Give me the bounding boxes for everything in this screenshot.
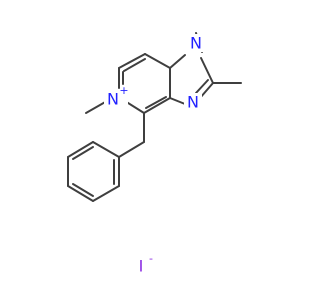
bond-n3-c3a: [169, 97, 186, 105]
atom-n5-label: N: [107, 90, 119, 109]
molecule-canvas: N N N + I -: [67, 32, 242, 276]
atom-n1-background: [188, 34, 206, 52]
atom-iodide-label: I: [139, 257, 144, 276]
bonds: [67, 32, 242, 202]
bond-c2-n3: [199, 82, 214, 99]
bond-ph-4-5: [67, 185, 94, 202]
bond-c7-c6-inner: [123, 58, 146, 72]
bond-c7-c6: [118, 53, 146, 69]
bond-ch2-phenyl: [118, 141, 145, 158]
atom-n1-label: N: [190, 34, 202, 53]
bond-ph-1-2: [92, 141, 120, 158]
bond-c7a-n1: [169, 54, 186, 69]
bond-ph-2-3: [67, 141, 94, 158]
bond-n1-c2: [200, 57, 214, 84]
bond-n5-methyl: [85, 100, 108, 114]
atom-n5-charge: +: [119, 84, 128, 97]
bond-ph-inner-b: [72, 183, 94, 197]
bond-ph-inner-a: [72, 146, 94, 160]
atom-n3-background: [184, 93, 202, 111]
bond-c4-c3a-inner: [145, 96, 167, 109]
atom-iodide-background: [133, 257, 149, 275]
molecule-structure: N N N + I -: [67, 32, 242, 276]
atom-iodide-charge: -: [149, 252, 153, 265]
atoms: N N N + I -: [104, 34, 206, 276]
bond-n5-c4: [124, 100, 145, 114]
bond-c4-c3a: [143, 97, 171, 114]
atom-n5-background: [104, 89, 128, 109]
atom-n3-label: N: [187, 93, 199, 112]
bond-ph-5-6: [92, 185, 120, 202]
bond-c2-n3-inner: [195, 79, 209, 94]
bond-c7a-c7: [144, 53, 171, 69]
